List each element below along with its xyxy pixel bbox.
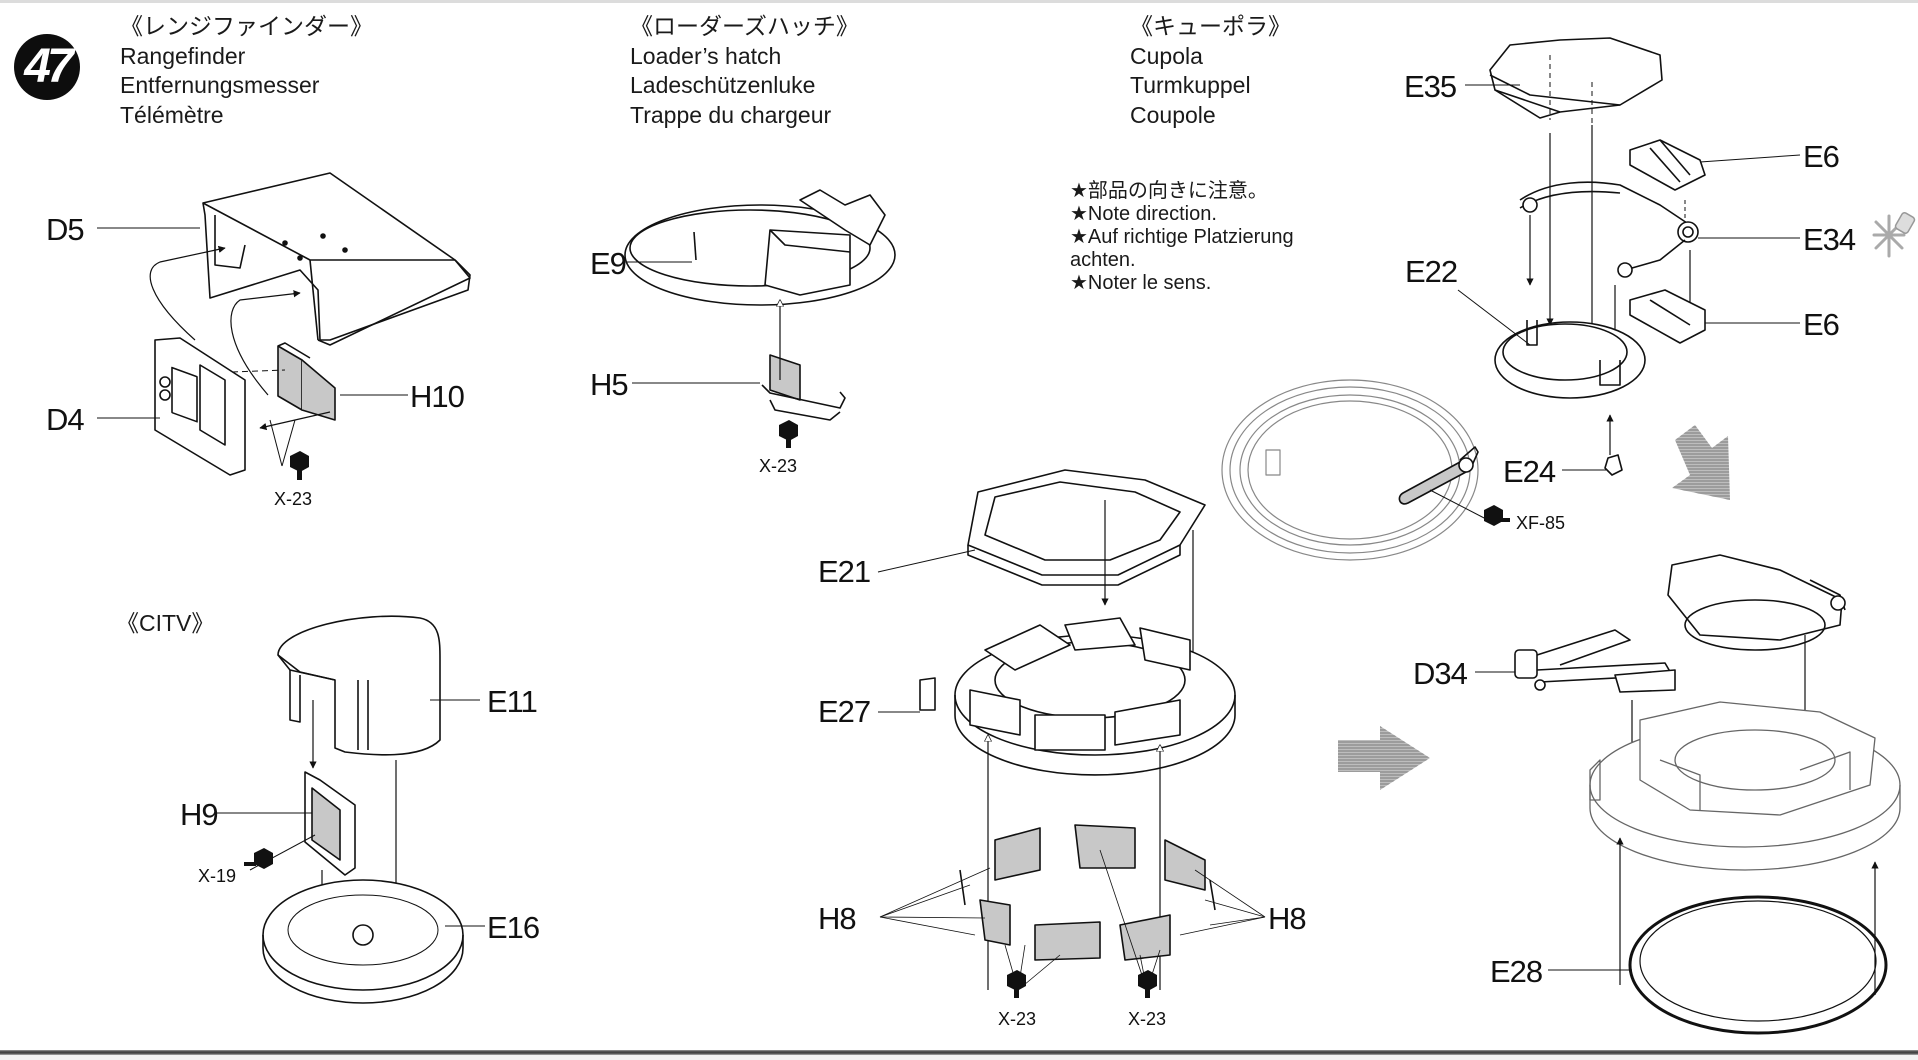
bottom-rule [0, 1050, 1918, 1055]
title-de: Turmkuppel [1130, 72, 1251, 98]
part-label-e6-top: E6 [1803, 139, 1840, 174]
part-label-e11: E11 [487, 684, 538, 719]
title-en: Rangefinder [120, 42, 246, 69]
part-h10-lens [277, 342, 336, 421]
paint-drop-icon [1007, 970, 1026, 998]
h8-leader-lines [879, 849, 1266, 991]
top-border [0, 0, 1918, 3]
bottom-strip [0, 1055, 1918, 1060]
part-e27-cupola-ring [919, 617, 1236, 776]
section-header-loaders-hatch: 《ローダーズハッチ》 Loader’s hatch Ladeschützenlu… [630, 12, 859, 130]
note-en: ★Note direction. [1070, 203, 1217, 225]
section-header-rangefinder: 《レンジファインダー》 Rangefinder Entfernungsmesse… [120, 12, 373, 130]
step-number-badge: 47 [14, 34, 80, 100]
part-e34-handle [1519, 181, 1699, 278]
part-label-e9: E9 [590, 246, 627, 281]
part-e22-hatch-base [1494, 320, 1646, 399]
part-h9-lens [304, 771, 356, 876]
part-e35-hatch-cover [1489, 37, 1663, 125]
title-de: Ladeschützenluke [630, 72, 816, 98]
part-label-d5: D5 [46, 212, 85, 247]
part-e11-citv-head [277, 615, 441, 756]
paint-label-cupola-handle: XF-85 [1516, 513, 1566, 533]
part-label-d4: D4 [46, 402, 85, 437]
part-e9-hatch [624, 189, 896, 306]
title-fr: Coupole [1130, 101, 1216, 128]
paint-label-h8-left: X-23 [998, 1009, 1037, 1029]
part-e28-ring [1628, 895, 1888, 1035]
part-e16-citv-base [262, 879, 464, 1004]
part-e24-latch [1604, 454, 1623, 476]
part-label-e35: E35 [1404, 69, 1457, 104]
paint-label-hatch: X-23 [759, 456, 798, 476]
part-label-e21: E21 [818, 554, 871, 589]
part-label-e22: E22 [1405, 254, 1458, 289]
paint-drop-icon [290, 451, 309, 480]
part-d34-periscope-arm [1514, 629, 1676, 693]
part-label-e16: E16 [487, 910, 540, 945]
cement-icon [1872, 212, 1916, 258]
leader-lines [97, 84, 1801, 971]
title-fr: Trappe du chargeur [630, 101, 832, 128]
title-de: Entfernungsmesser [120, 72, 320, 98]
title-jp: 《キューポラ》 [1130, 13, 1291, 39]
part-d4-window-frame [154, 337, 246, 476]
cupola-assembled [1589, 701, 1901, 871]
part-e6-bottom-hinge [1629, 289, 1706, 344]
part-d5-rangefinder-housing [202, 172, 471, 346]
hatch-handle-paint [1398, 446, 1489, 521]
part-label-d34: D34 [1413, 656, 1468, 691]
paint-drop-icon [779, 420, 798, 448]
part-h8-periscopes [959, 824, 1216, 961]
part-h5-periscope [761, 354, 846, 421]
paint-drop-icon [1484, 505, 1510, 526]
title-fr: Télémètre [120, 101, 224, 128]
title-jp: 《レンジファインダー》 [120, 13, 373, 39]
paint-drop-icon [1138, 970, 1157, 998]
note-jp: ★部品の向きに注意。 [1070, 180, 1268, 202]
part-label-e24: E24 [1503, 454, 1556, 489]
part-label-e6-bottom: E6 [1803, 307, 1840, 342]
part-label-e27: E27 [818, 694, 871, 729]
part-label-h5: H5 [590, 367, 629, 402]
title-en: Loader’s hatch [630, 42, 782, 69]
paint-drop-icon [244, 848, 273, 869]
part-label-h8-left: H8 [818, 901, 857, 936]
citv-title: 《CITV》 [116, 610, 215, 636]
part-e21-armour-ring [967, 469, 1206, 586]
part-e6-top-hinge [1629, 139, 1706, 191]
part-label-h10: H10 [410, 379, 465, 414]
paint-label-h8-right: X-23 [1128, 1009, 1167, 1029]
part-label-e34: E34 [1803, 222, 1856, 257]
note-de-1: ★Auf richtige Platzierung [1070, 226, 1294, 248]
part-label-h8-right: H8 [1268, 901, 1307, 936]
hatch-top-view [1221, 379, 1479, 561]
part-label-h9: H9 [180, 797, 219, 832]
hatched-arrow-icon [1338, 425, 1730, 790]
paint-label-citv: X-19 [198, 866, 237, 886]
section-header-cupola: 《キューポラ》 Cupola Turmkuppel Coupole [1130, 12, 1291, 130]
direction-note: ★部品の向きに注意。 ★Note direction. ★Auf richtig… [1070, 180, 1294, 295]
paint-label-rangefinder: X-23 [274, 489, 313, 509]
note-de-2: achten. [1070, 249, 1136, 271]
hatch-assembled [1667, 554, 1846, 651]
title-en: Cupola [1130, 42, 1203, 69]
note-fr: ★Noter le sens. [1070, 272, 1212, 294]
part-label-e28: E28 [1490, 954, 1543, 989]
title-jp: 《ローダーズハッチ》 [630, 13, 859, 39]
